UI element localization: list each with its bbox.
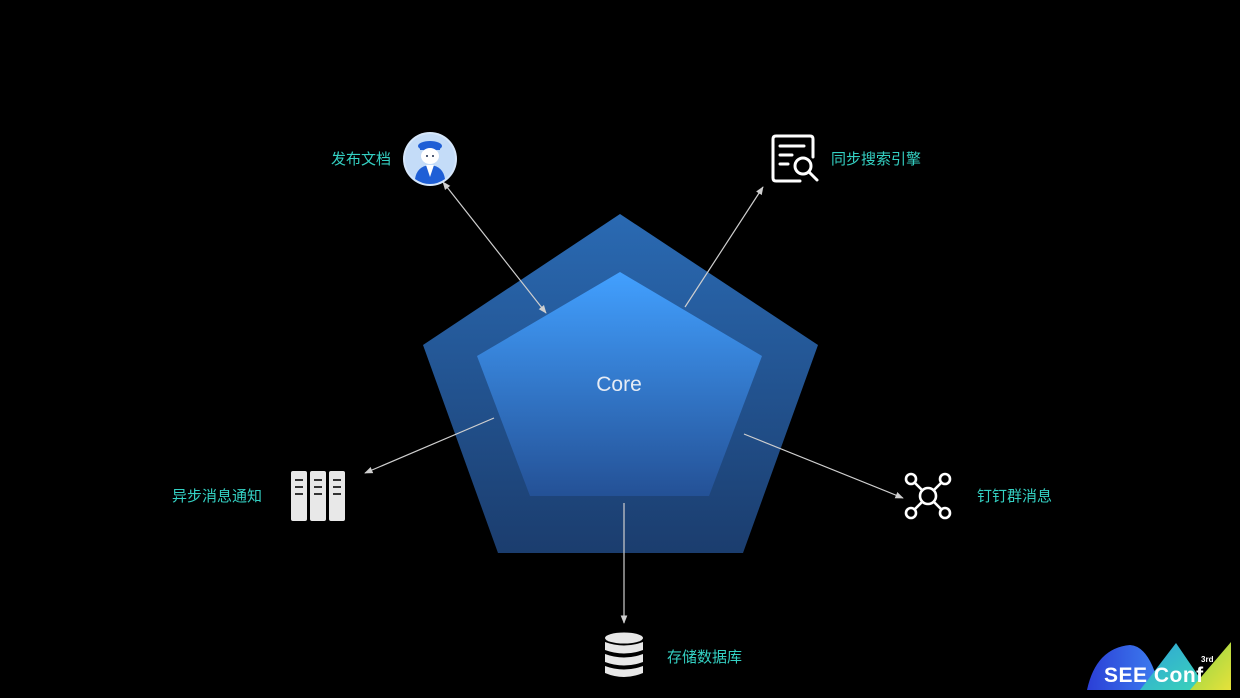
network-hub-icon: [904, 472, 952, 520]
server-rack-icon: [291, 471, 345, 521]
inner-pentagon: [477, 272, 762, 496]
node-label-dingtalk: 钉钉群消息: [977, 487, 1053, 505]
node-label-search-sync: 同步搜索引擎: [831, 150, 922, 168]
node-label-database: 存储数据库: [667, 648, 743, 666]
core-label: Core: [596, 373, 642, 396]
brand-name: SEE Conf: [1104, 664, 1204, 687]
arrow-search-sync: [684, 186, 764, 308]
node-label-async-notify: 异步消息通知: [172, 487, 263, 505]
arrow-dingtalk: [743, 433, 904, 499]
node-label-publish-docs: 发布文档: [331, 150, 392, 168]
arrow-publish-docs: [442, 181, 547, 314]
user-avatar-icon: [403, 132, 457, 186]
brand-superscript: 3rd: [1201, 655, 1214, 664]
document-search-icon: [771, 134, 819, 183]
arrow-async-notify: [364, 417, 495, 474]
seeconf-logo: [1087, 642, 1231, 690]
database-icon: [605, 632, 643, 677]
